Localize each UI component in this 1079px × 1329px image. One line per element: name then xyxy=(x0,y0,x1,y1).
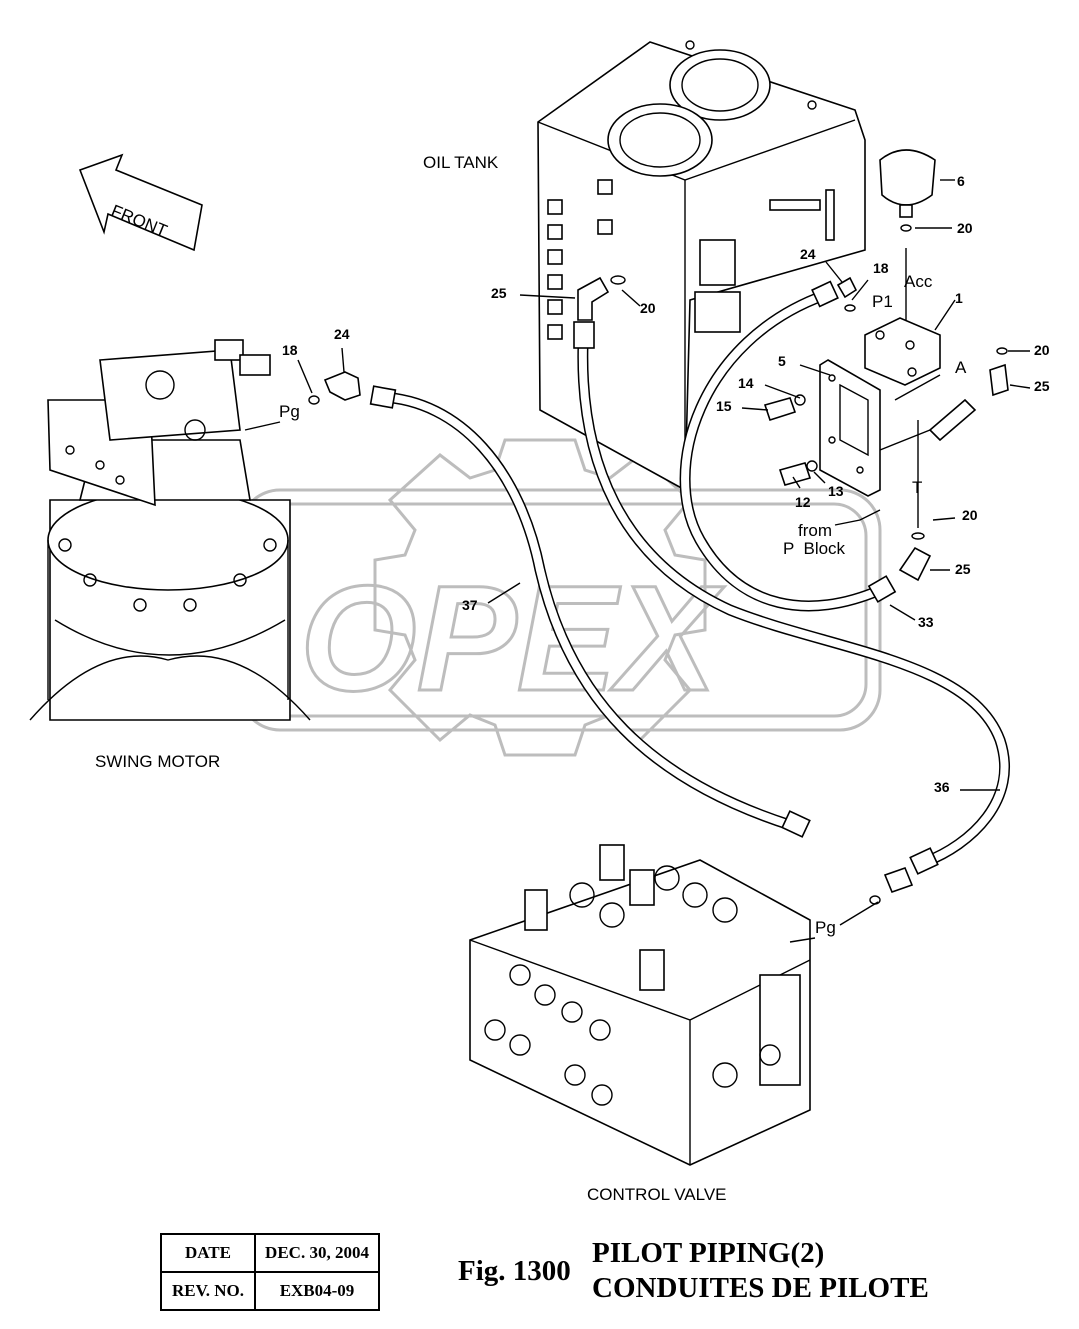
figure-title-line-1: PILOT PIPING(2) xyxy=(592,1237,825,1269)
callout-24-motor: 24 xyxy=(334,326,350,342)
port-labels: Acc P1 A T Pg Pg from P Block xyxy=(279,272,967,937)
callout-24-tank: 24 xyxy=(800,246,816,262)
leader-lines xyxy=(244,179,1031,943)
swing-motor-label: SWING MOTOR xyxy=(95,752,220,771)
callout-6: 6 xyxy=(957,173,965,189)
callout-14: 14 xyxy=(738,375,754,391)
control-valve-label: CONTROL VALVE xyxy=(587,1185,727,1204)
date-value: DEC. 30, 2004 xyxy=(254,1233,380,1273)
control-valve: CONTROL VALVE xyxy=(469,844,811,1204)
callout-13: 13 xyxy=(828,483,844,499)
port-pg-swing: Pg xyxy=(279,402,300,421)
oil-tank: OIL TANK xyxy=(423,40,866,492)
callout-20-t: 20 xyxy=(962,507,978,523)
figure-title: PILOT PIPING(2) CONDUITES DE PILOTE xyxy=(592,1236,929,1306)
callout-20-tank: 20 xyxy=(640,300,656,316)
opex-watermark: OPEX xyxy=(238,438,882,757)
callout-33: 33 xyxy=(918,614,934,630)
port-a: A xyxy=(955,358,967,377)
callout-numbers: 6 20 1 20 25 5 14 15 12 13 20 25 33 36 3… xyxy=(282,173,1050,795)
figure-title-line-2: CONDUITES DE PILOTE xyxy=(592,1272,929,1304)
callout-25-a: 25 xyxy=(1034,378,1050,394)
port-p1: P1 xyxy=(872,292,893,311)
callout-36: 36 xyxy=(934,779,950,795)
watermark-text: OPEX xyxy=(300,554,725,722)
port-acc: Acc xyxy=(904,272,933,291)
p-block-label: P Block xyxy=(783,539,846,558)
port-t: T xyxy=(912,478,922,497)
callout-15: 15 xyxy=(716,398,732,414)
callout-20-acc: 20 xyxy=(957,220,973,236)
port-pg-valve: Pg xyxy=(815,918,836,937)
callout-1: 1 xyxy=(955,290,963,306)
from-label: from xyxy=(798,521,832,540)
callout-25-t: 25 xyxy=(955,561,971,577)
callout-12: 12 xyxy=(795,494,811,510)
date-label: DATE xyxy=(160,1233,256,1273)
rev-label: REV. NO. xyxy=(160,1271,256,1311)
title-block: DATE DEC. 30, 2004 REV. NO. EXB04-09 xyxy=(160,1233,380,1311)
callout-20-a: 20 xyxy=(1034,342,1050,358)
oil-tank-label: OIL TANK xyxy=(423,153,499,172)
swing-motor: SWING MOTOR xyxy=(29,339,311,771)
callout-18-tank: 18 xyxy=(873,260,889,276)
pilot-block-assembly xyxy=(763,149,1009,582)
hoses xyxy=(308,275,1010,905)
front-arrow: FRONT xyxy=(78,153,203,252)
callout-37: 37 xyxy=(462,597,478,613)
figure-number: Fig. 1300 xyxy=(458,1255,571,1287)
callout-5: 5 xyxy=(778,353,786,369)
rev-value: EXB04-09 xyxy=(254,1271,380,1311)
callout-25-tank: 25 xyxy=(491,285,507,301)
callout-18-motor: 18 xyxy=(282,342,298,358)
